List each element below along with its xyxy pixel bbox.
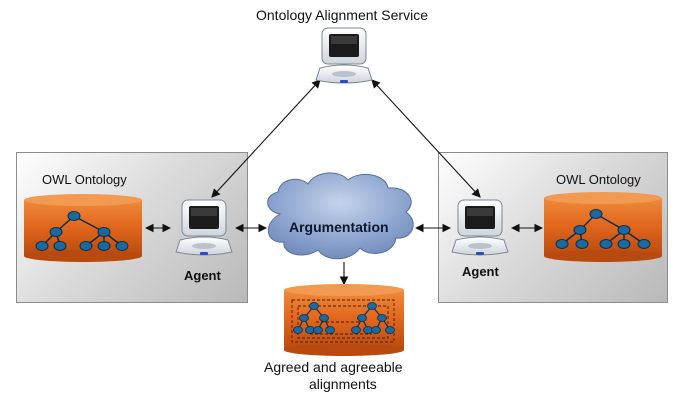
right-agent-laptop-icon (451, 199, 509, 256)
alignments-cylinder-icon (284, 284, 404, 356)
argumentation-label: Argumentation (289, 219, 389, 235)
service-title: Ontology Alignment Service (256, 7, 428, 23)
service-laptop-icon (315, 27, 373, 84)
left-agent-label: Agent (184, 268, 221, 283)
right-ontology-cylinder-icon (544, 192, 662, 262)
alignments-label-line1: Agreed and agreeable (264, 359, 403, 375)
left-agent-laptop-icon (175, 199, 233, 256)
alignments-label-line2: alignments (309, 376, 377, 392)
left-ontology-cylinder-icon (24, 194, 142, 262)
right-ontology-label: OWL Ontology (556, 172, 641, 187)
left-ontology-label: OWL Ontology (42, 172, 127, 187)
argumentation-cloud-icon (267, 172, 414, 260)
service-to-left-agent-arrow (211, 79, 321, 198)
right-agent-label: Agent (462, 264, 499, 279)
service-to-right-agent-arrow (371, 79, 481, 198)
